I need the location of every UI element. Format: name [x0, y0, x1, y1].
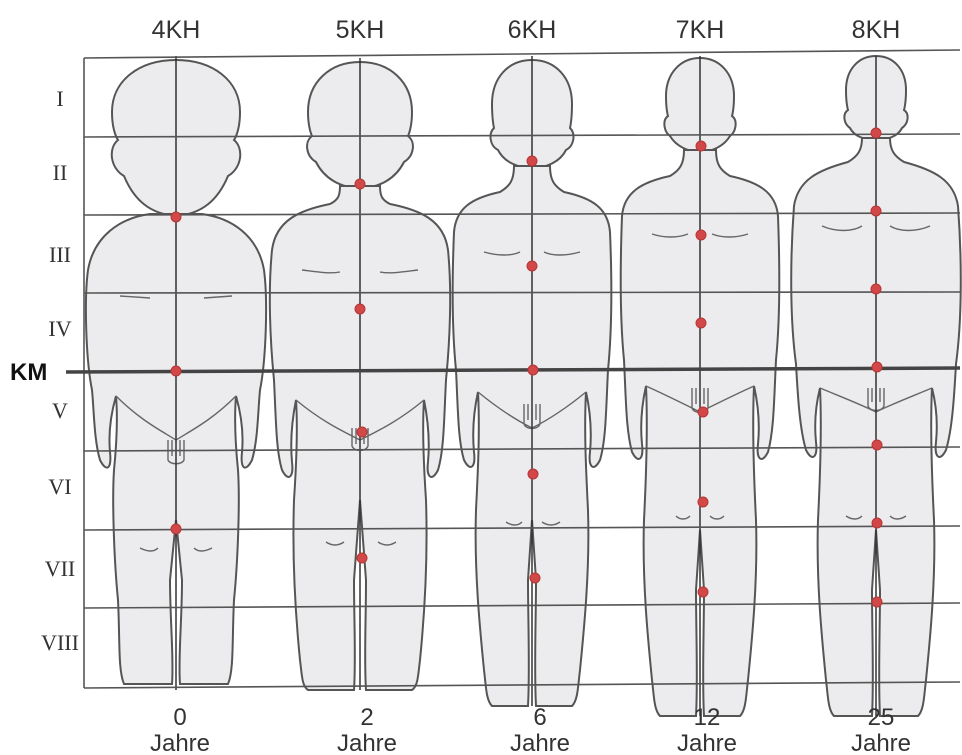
age-unit-12: Jahre — [677, 730, 737, 755]
row-label-3: III — [49, 242, 71, 267]
age-unit-2: Jahre — [337, 730, 397, 755]
point — [698, 407, 708, 417]
row-label-7: VII — [45, 556, 76, 581]
age-value-2: 2 — [360, 704, 373, 731]
point — [696, 141, 706, 151]
age-labels: 0 Jahre 2 Jahre 6 Jahre 12 Jahre 25 Jahr… — [150, 704, 911, 755]
age-value-25: 25 — [868, 704, 895, 731]
point — [698, 497, 708, 507]
point — [696, 230, 706, 240]
point — [871, 206, 881, 216]
point — [698, 587, 708, 597]
row-label-6: VI — [48, 474, 71, 499]
point — [871, 128, 881, 138]
point — [357, 427, 367, 437]
row-label-4: IV — [48, 316, 71, 341]
point — [527, 156, 537, 166]
km-label: KM — [10, 359, 47, 386]
age-unit-25: Jahre — [851, 730, 911, 755]
column-header-6kh: 6KH — [508, 16, 557, 44]
point — [872, 518, 882, 528]
age-value-0: 0 — [173, 704, 186, 731]
point — [355, 179, 365, 189]
point — [528, 365, 538, 375]
age-value-6: 6 — [533, 704, 546, 731]
point — [171, 212, 181, 222]
point — [528, 469, 538, 479]
point — [872, 440, 882, 450]
point — [871, 284, 881, 294]
age-value-12: 12 — [694, 704, 721, 731]
age-unit-0: Jahre — [150, 730, 210, 755]
row-label-5: V — [52, 398, 68, 423]
point — [357, 553, 367, 563]
point — [355, 304, 365, 314]
point — [696, 318, 706, 328]
row-label-8: VIII — [41, 630, 79, 655]
column-header-5kh: 5KH — [336, 16, 385, 44]
column-header-4kh: 4KH — [152, 16, 201, 44]
point — [530, 573, 540, 583]
point — [527, 261, 537, 271]
column-header-8kh: 8KH — [852, 16, 901, 44]
row-label-1: I — [56, 86, 63, 111]
row-label-2: II — [53, 160, 68, 185]
point — [171, 524, 181, 534]
point — [872, 597, 882, 607]
point — [872, 362, 882, 372]
column-header-7kh: 7KH — [676, 16, 725, 44]
age-unit-6: Jahre — [510, 730, 570, 755]
point — [171, 366, 181, 376]
